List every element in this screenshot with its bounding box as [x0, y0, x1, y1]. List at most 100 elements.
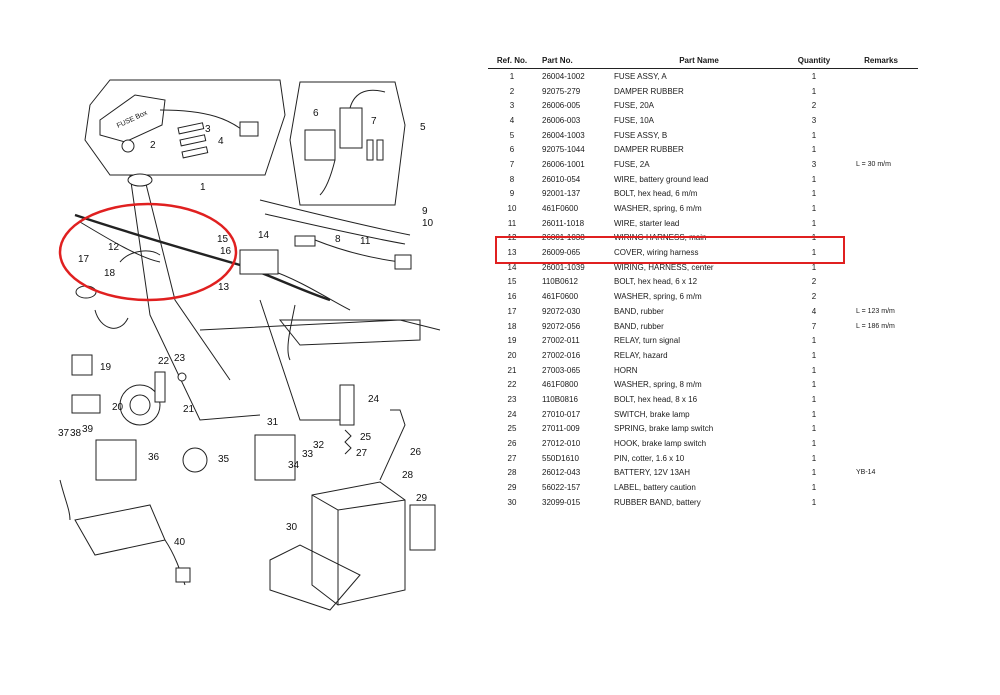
cell-ref: 2	[509, 86, 515, 96]
cell-remarks	[844, 495, 918, 510]
header-remarks: Remarks	[844, 52, 918, 69]
cell-name: WIRE, battery ground lead	[614, 174, 709, 184]
cell-name: RELAY, turn signal	[614, 336, 680, 346]
cell-remarks	[844, 113, 918, 128]
cell-ref: 21	[507, 365, 517, 375]
cell-qty: 3	[811, 115, 817, 125]
callout-29: 29	[416, 493, 428, 504]
cell-ref: 24	[507, 409, 517, 419]
cell-part-no: 550D1610	[542, 453, 579, 463]
cell-part-no: 27011-009	[542, 424, 580, 434]
cell-remarks	[844, 69, 918, 84]
cell-name: LABEL, battery caution	[614, 483, 696, 493]
callout-19: 19	[100, 362, 112, 373]
brake-switch-assembly	[339, 384, 406, 481]
cell-ref: 9	[509, 189, 515, 199]
cell-qty: 2	[811, 101, 817, 111]
cell-qty: 1	[811, 71, 817, 81]
callout-37: 37	[58, 428, 70, 439]
cell-ref: 29	[507, 483, 517, 493]
callout-25: 25	[360, 432, 372, 443]
cell-qty: 1	[811, 130, 817, 140]
cell-name: FUSE, 10A	[614, 115, 655, 125]
callout-39: 39	[82, 424, 94, 435]
cell-remarks	[844, 289, 918, 304]
cell-part-no: 461F0800	[542, 380, 579, 390]
cell-remarks	[844, 377, 918, 392]
cell-qty: 4	[811, 306, 817, 316]
callout-15: 15	[217, 234, 229, 245]
parts-list: Ref. No. Part No. Part Name Quantity Rem…	[488, 52, 918, 510]
cell-ref: 15	[507, 277, 517, 287]
cell-name: HORN	[614, 365, 638, 375]
callout-7: 7	[371, 116, 377, 127]
callout-5: 5	[420, 122, 426, 133]
parts-table-header: Ref. No. Part No. Part Name Quantity Rem…	[488, 52, 918, 69]
cell-remarks: YB-14	[856, 469, 876, 477]
callout-18: 18	[104, 268, 116, 279]
cell-remarks	[844, 451, 918, 466]
cell-ref: 11	[507, 218, 517, 228]
cell-part-no: 26010-054	[542, 174, 581, 184]
cell-part-no: 26012-043	[542, 468, 581, 478]
cell-ref: 13	[507, 248, 517, 258]
cell-name: WASHER, spring, 6 m/m	[614, 292, 702, 302]
cell-name: BAND, rubber	[614, 306, 664, 316]
highlight-box	[495, 236, 845, 264]
cell-name: WIRING, HARNESS, center	[614, 262, 714, 272]
cell-remarks	[844, 363, 918, 378]
cell-part-no: 26009-065	[542, 248, 581, 258]
cell-part-no: 92001-137	[542, 189, 581, 199]
cell-qty: 1	[811, 248, 817, 258]
cell-qty: 1	[811, 483, 817, 493]
header-part-name: Part Name	[612, 52, 784, 69]
battery-and-starter-wires	[259, 199, 412, 270]
wiring-harness-main	[74, 213, 331, 361]
cell-part-no: 26004-1003	[542, 130, 585, 140]
callout-36: 36	[148, 452, 160, 463]
cell-name: WASHER, spring, 6 m/m	[614, 204, 702, 214]
cell-name: BOLT, hex head, 6 m/m	[614, 189, 698, 199]
callout-10: 10	[422, 218, 434, 229]
cell-qty: 1	[811, 394, 817, 404]
cell-remarks	[844, 84, 918, 99]
cell-part-no: 27012-010	[542, 439, 581, 449]
cell-remarks	[844, 480, 918, 495]
cell-part-no: 461F0600	[542, 292, 579, 302]
cell-name: BATTERY, 12V 13AH	[614, 468, 691, 478]
cell-ref: 26	[507, 439, 517, 449]
callout-24: 24	[368, 394, 380, 405]
cell-remarks	[844, 172, 918, 187]
highlight-ellipse	[58, 202, 238, 302]
cell-remarks	[844, 231, 918, 246]
cell-part-no: 27003-065	[542, 365, 581, 375]
cell-name: FUSE, 2A	[614, 159, 650, 169]
cell-qty: 1	[811, 189, 817, 199]
cell-ref: 28	[507, 468, 517, 478]
cell-part-no: 27002-011	[542, 336, 580, 346]
cell-name: BAND, rubber	[614, 321, 664, 331]
cell-part-no: 26001-1039	[542, 262, 585, 272]
callout-2: 2	[150, 140, 156, 151]
cell-ref: 10	[507, 204, 517, 214]
callout-34: 34	[288, 460, 300, 471]
callout-labels: 1 2 3 4 5 6 7 8 9 10 11 12 13 14 15 16 1…	[58, 108, 434, 548]
callout-3: 3	[205, 124, 211, 135]
callout-31: 31	[267, 417, 279, 428]
cell-part-no: 56022-157	[542, 483, 581, 493]
cell-ref: 17	[507, 306, 517, 316]
cell-qty: 2	[811, 292, 817, 302]
cell-ref: 19	[507, 336, 517, 346]
battery	[269, 481, 436, 611]
cell-remarks	[844, 128, 918, 143]
callout-8: 8	[335, 234, 341, 245]
